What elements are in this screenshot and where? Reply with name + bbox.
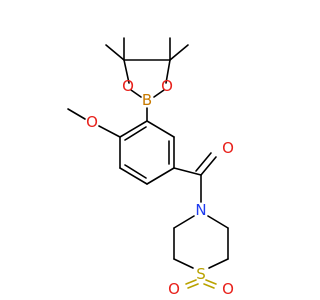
bond-ar-4	[119, 167, 148, 185]
bond-ring-c-o-left	[123, 59, 130, 84]
bond-s-o-left-2	[187, 283, 199, 289]
bond-ar-carbonyl	[173, 167, 202, 176]
bond-ar-o-methoxy	[98, 125, 121, 138]
bond-s-o-right-2	[203, 283, 215, 289]
bond-s-o-right-1	[205, 279, 217, 285]
atom-o-ring-right: O	[161, 77, 173, 95]
bond-ar-4b	[124, 164, 147, 179]
atom-nitrogen: N	[195, 201, 206, 219]
bond-c-s-right	[208, 258, 229, 269]
atom-o-carbonyl: O	[222, 139, 234, 157]
bond-ring-o-b-left	[130, 89, 142, 98]
molecule-diagram: O O O B O N S O O	[67, 37, 234, 298]
atom-o-sulfonyl-left: O	[168, 280, 180, 298]
bond-ar-1	[146, 120, 175, 138]
atom-labels: O O O B O N S O O	[86, 77, 234, 298]
bond-ar-6	[119, 120, 148, 138]
bond-o-methyl	[67, 108, 86, 120]
atom-o-sulfonyl-right: O	[222, 280, 234, 298]
bond-methyl-1	[105, 44, 125, 61]
atom-sulfur: S	[196, 265, 206, 283]
bonds	[67, 37, 229, 289]
bond-carbonyl-o-1	[200, 156, 217, 176]
bond-carbonyl-o-2	[195, 152, 212, 172]
atom-o-methoxy: O	[86, 113, 98, 131]
bond-ar-3	[146, 167, 175, 185]
bond-ring-c-o-right	[165, 59, 171, 84]
atom-o-ring-left: O	[122, 77, 134, 95]
atom-boron: B	[142, 91, 152, 109]
bond-ring-o-b-right	[153, 89, 165, 98]
bond-c-s-left	[173, 258, 194, 269]
bond-ar-6b	[124, 126, 147, 141]
bond-n-c-left	[173, 215, 195, 229]
bond-methyl-4	[169, 44, 189, 61]
bond-s-o-left-1	[185, 279, 197, 285]
bond-n-c-right	[207, 215, 229, 229]
